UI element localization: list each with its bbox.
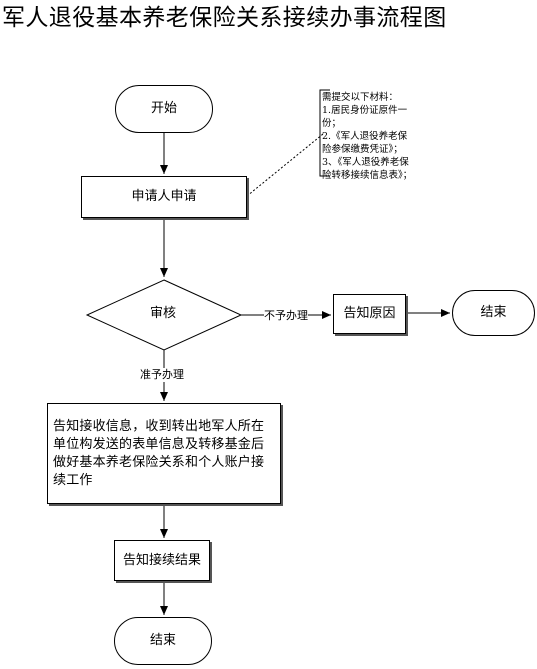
notify-result-process: 告知接续结果 [114,540,210,581]
apply-process: 申请人申请 [81,176,247,218]
notify-reason-label: 告知原因 [343,306,396,321]
review-label: 审核 [149,306,176,321]
end-reject-terminal: 结束 [452,290,535,336]
notify-result-label: 告知接续结果 [122,552,201,568]
end-label: 结束 [149,633,176,648]
end-reject-label: 结束 [480,305,507,320]
note-bracket [319,89,330,177]
notify-receive-process: 告知接收信息，收到转出地军人所在单位构发送的表单信息及转移基金后做好基本养老保险… [47,403,281,504]
apply-label: 申请人申请 [131,189,197,204]
note-connector [246,133,324,197]
notify-reason-process: 告知原因 [333,294,406,334]
approve-edge-label: 准予办理 [140,368,184,382]
start-label: 开始 [150,101,177,116]
end-terminal: 结束 [114,617,212,665]
start-terminal: 开始 [115,85,213,133]
materials-note: 需提交以下材料： 1.居民身份证原件一份； 2.《军人退役养老保险参保缴费凭证》… [322,92,413,181]
reject-edge-label: 不予办理 [264,309,308,323]
page-title: 军人退役基本养老保险关系接续办事流程图 [2,5,447,31]
notify-receive-label: 告知接收信息，收到转出地军人所在单位构发送的表单信息及转移基金后做好基本养老保险… [53,418,265,488]
